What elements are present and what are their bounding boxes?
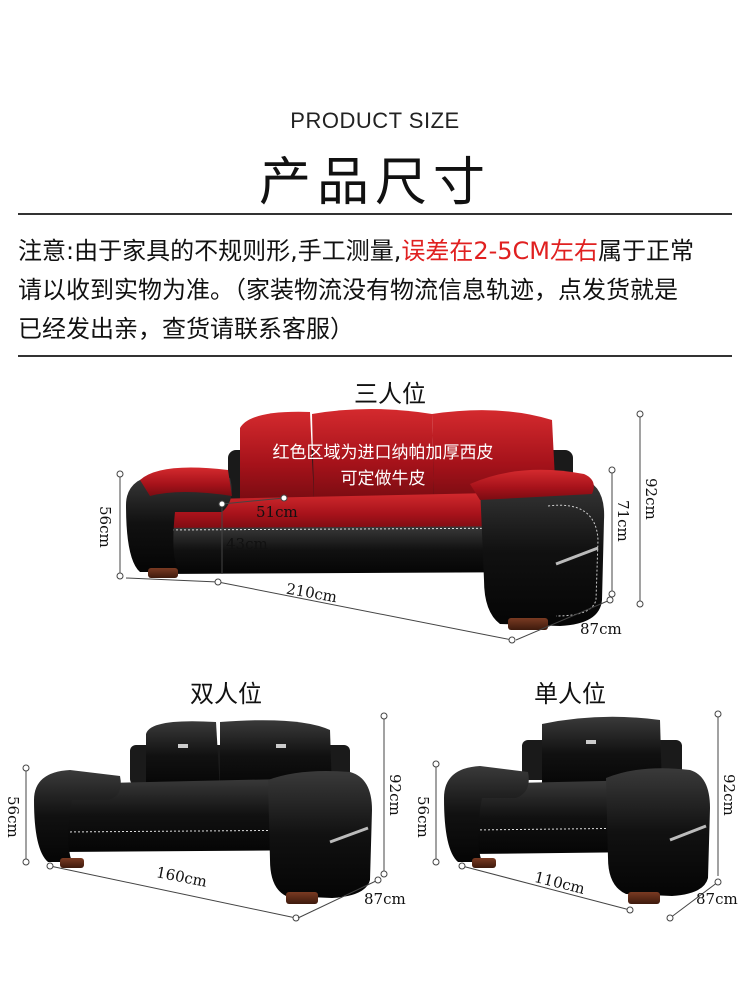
two-seat-total-height: 92cm — [386, 774, 404, 816]
three-seat-seat-width: 51cm — [256, 503, 298, 521]
measurement-note: 注意:由于家具的不规则形,手工测量,误差在2-5CM左右属于正常 请以收到实物为… — [18, 232, 738, 349]
three-seat-seat-depth: 43cm — [226, 535, 268, 553]
one-seat-arm-height: 56cm — [414, 796, 432, 838]
top-divider — [18, 213, 732, 215]
one-seat-total-height: 92cm — [720, 774, 738, 816]
bottom-divider — [18, 355, 732, 357]
one-seat-seat — [470, 780, 652, 854]
two-seat-title: 双人位 — [190, 680, 262, 708]
leather-note: 红色区域为进口纳帕加厚西皮 可定做牛皮 — [248, 440, 518, 492]
two-seat-back-cushion-left — [146, 721, 220, 790]
header-title-cn: 产品尺寸 — [258, 153, 491, 213]
three-seat-seat-height: 71cm — [614, 500, 632, 542]
two-seat-left-arm — [34, 770, 121, 862]
header-title-en: PRODUCT SIZE — [290, 108, 460, 133]
two-seat-seat — [60, 778, 334, 852]
one-seat-sofa — [432, 710, 722, 922]
three-seat-total-height: 92cm — [642, 478, 660, 520]
two-seat-right-arm — [268, 771, 372, 898]
three-seat-arm-height: 56cm — [96, 506, 114, 548]
note-line-2: 请以收到实物为准。（家装物流没有物流信息轨迹，点发货就是 — [18, 276, 678, 304]
leather-note-line-2: 可定做牛皮 — [340, 469, 426, 489]
one-seat-depth: 87cm — [696, 890, 738, 908]
note-line-1: 注意:由于家具的不规则形,手工测量,误差在2-5CM左右属于正常 — [18, 232, 738, 271]
three-seat-base — [149, 526, 552, 574]
leather-note-line-1: 红色区域为进口纳帕加厚西皮 — [272, 443, 494, 463]
three-seat-sofa — [116, 409, 644, 644]
two-seat-sofa — [22, 712, 388, 922]
three-seat-depth: 87cm — [580, 620, 622, 638]
one-seat-right-arm — [606, 768, 710, 896]
note-warning: 误差在2-5CM左右 — [401, 237, 599, 265]
three-seat-left-arm — [126, 474, 232, 572]
two-seat-arm-height: 56cm — [4, 796, 22, 838]
three-seat-right-arm — [480, 475, 605, 626]
note-line-1-suffix: 属于正常 — [598, 237, 695, 265]
three-seat-back-cushion-mid — [312, 409, 434, 500]
one-seat-left-arm — [444, 766, 529, 862]
three-seat-back-cushion-left — [240, 411, 314, 500]
one-seat-title: 单人位 — [534, 680, 606, 708]
note-line-3: 已经发出亲，查货请联系客服） — [18, 315, 354, 343]
note-line-1-prefix: 注意:由于家具的不规则形,手工测量, — [18, 237, 402, 265]
three-seat-title: 三人位 — [354, 380, 426, 408]
two-seat-depth: 87cm — [364, 890, 406, 908]
